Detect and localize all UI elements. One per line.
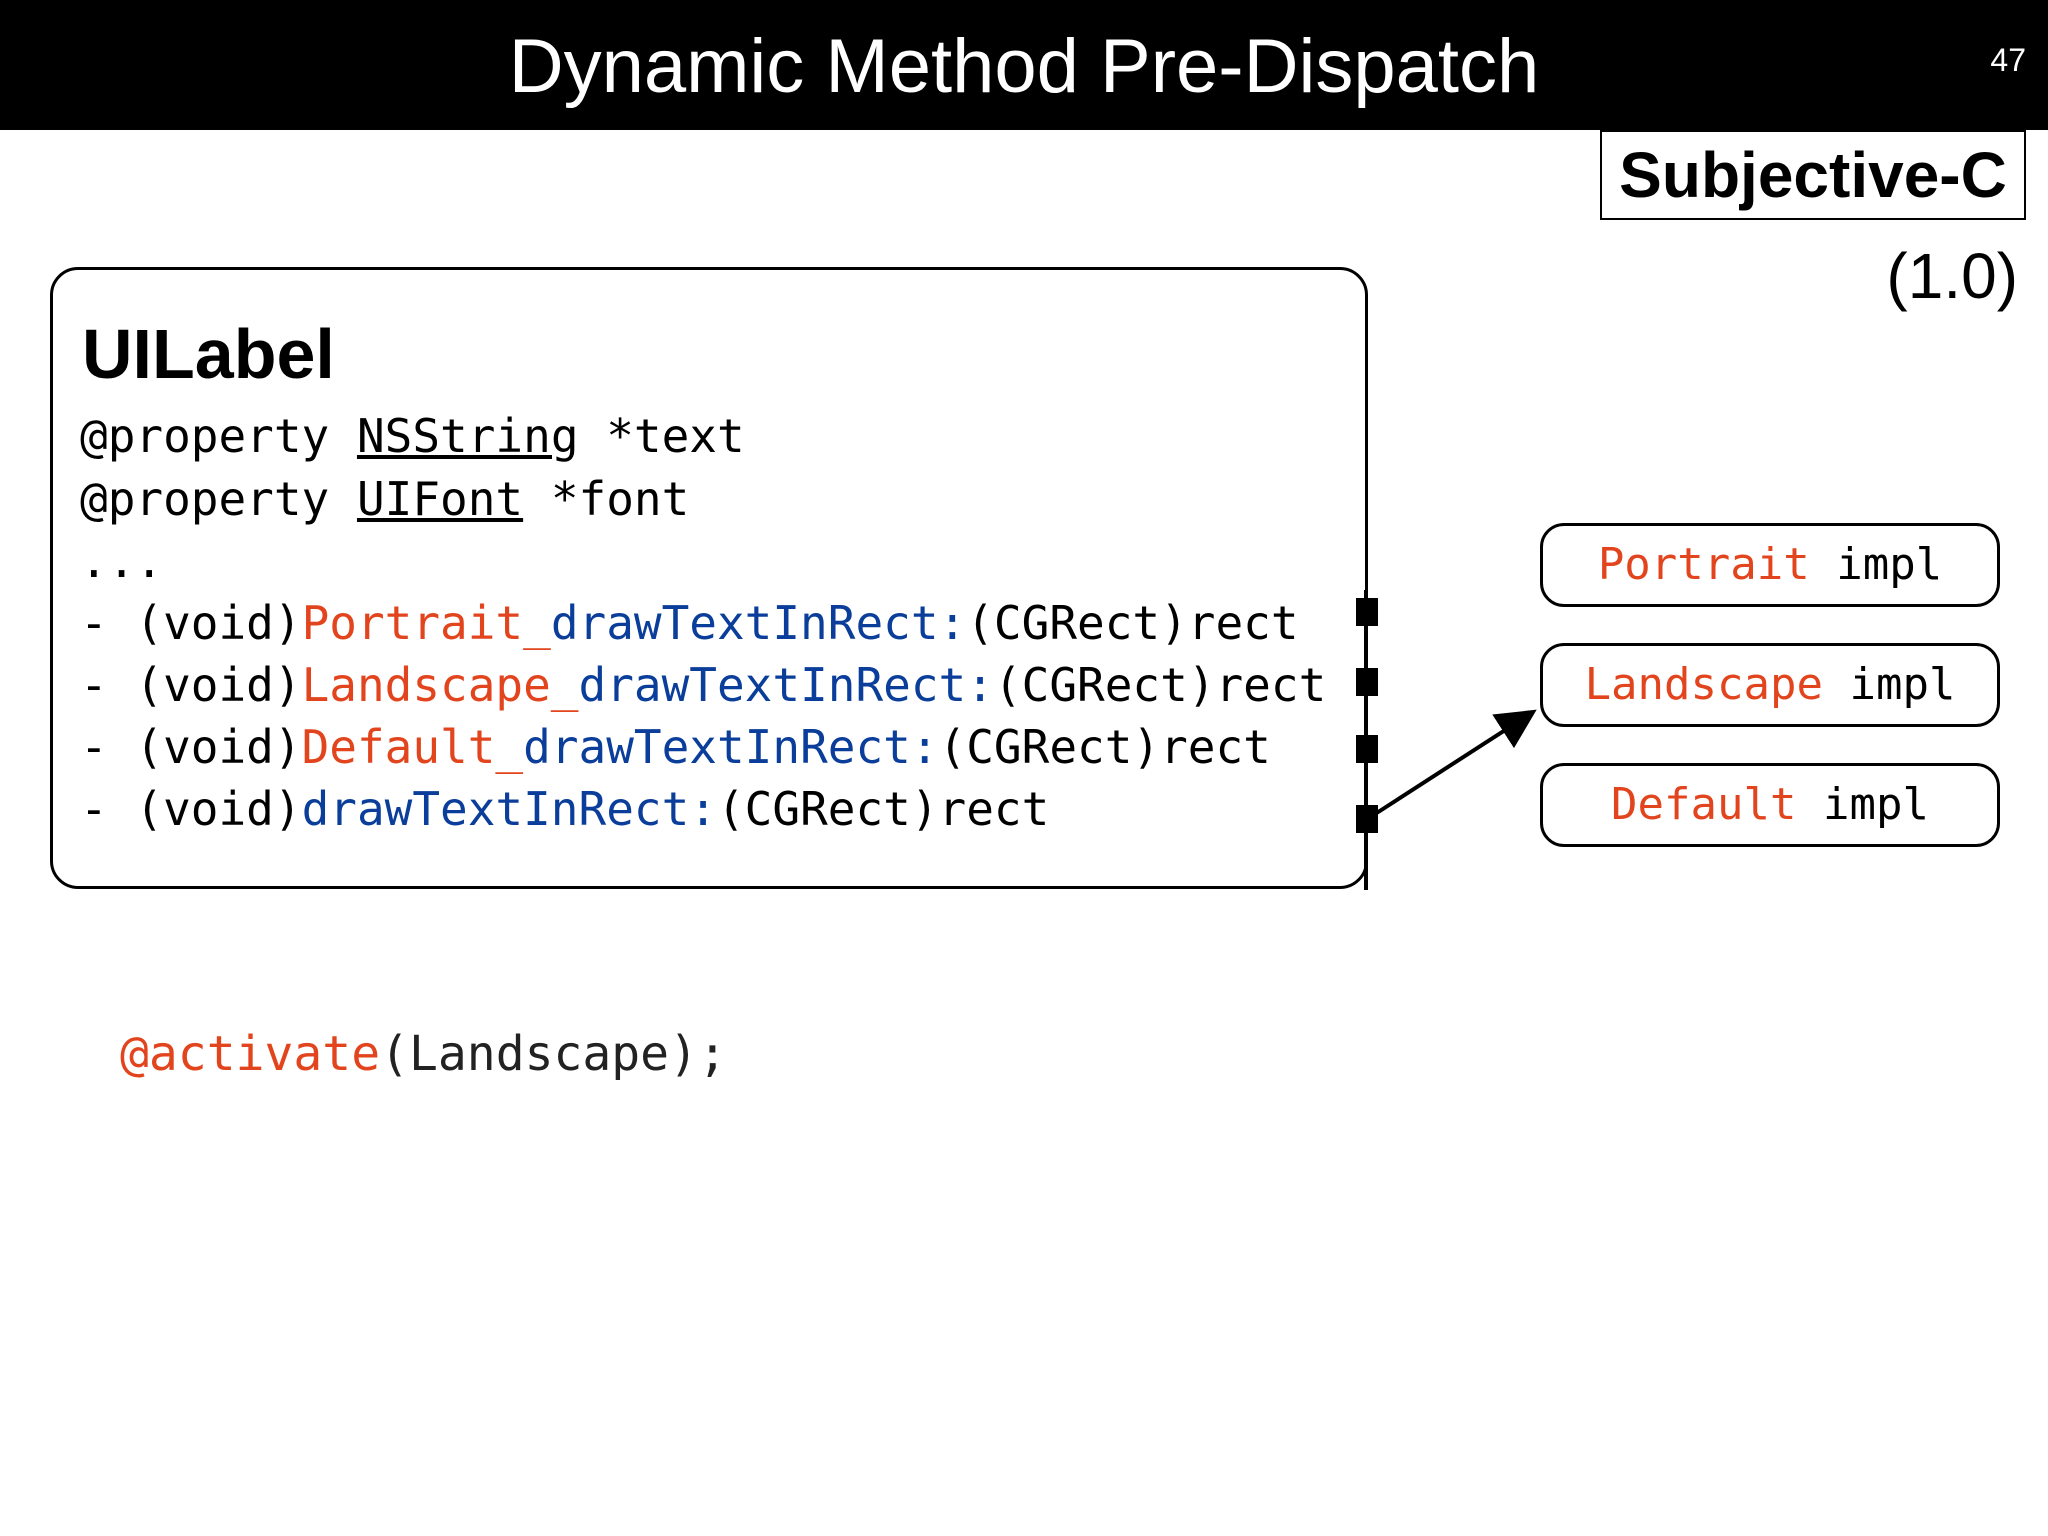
method-prefix: - (void) <box>80 782 302 836</box>
impl-context: Landscape <box>1584 659 1823 710</box>
method-selector: drawTextInRect: <box>578 658 994 712</box>
slide-number: 47 <box>1990 42 2026 78</box>
method-port <box>1356 805 1378 833</box>
class-box <box>50 267 1368 889</box>
activate-keyword: @activate <box>120 1026 381 1082</box>
activate-args: (Landscape); <box>380 1026 727 1082</box>
property-line: @property UIFont *font <box>80 468 689 530</box>
method-prefix: - (void) <box>80 596 302 650</box>
method-selector: drawTextInRect: <box>523 720 939 774</box>
impl-suffix: impl <box>1822 659 1956 710</box>
version-label: (1.0) <box>1886 240 2018 312</box>
impl-context: Portrait <box>1597 539 1810 590</box>
impl-box-landscape: Landscape impl <box>1540 643 2000 727</box>
ellipsis: ... <box>80 534 164 588</box>
method-port <box>1356 668 1378 696</box>
method-suffix: (CGRect)rect <box>716 782 1050 836</box>
property-type: UIFont <box>356 472 524 526</box>
impl-context: Default <box>1611 779 1797 830</box>
impl-suffix: impl <box>1796 779 1929 830</box>
property-keyword: @property <box>80 472 357 526</box>
method-context: Default_ <box>301 720 524 774</box>
method-selector: drawTextInRect: <box>301 782 717 836</box>
slide-title: Dynamic Method Pre-Dispatch <box>508 24 1540 109</box>
method-prefix: - (void) <box>80 720 302 774</box>
method-selector: drawTextInRect: <box>550 596 967 650</box>
method-line: - (void)Default_drawTextInRect:(CGRect)r… <box>80 716 1271 778</box>
property-keyword: @property <box>80 409 357 463</box>
method-prefix: - (void) <box>80 658 302 712</box>
class-name: UILabel <box>82 315 335 393</box>
impl-box-portrait: Portrait impl <box>1540 523 2000 607</box>
method-suffix: (CGRect)rect <box>938 720 1271 774</box>
method-port <box>1356 598 1378 626</box>
property-name: *text <box>578 409 745 463</box>
property-type: NSString <box>356 409 579 463</box>
method-context: Landscape_ <box>301 658 579 712</box>
method-line: - (void)drawTextInRect:(CGRect)rect <box>80 778 1049 840</box>
method-line: - (void)Landscape_drawTextInRect:(CGRect… <box>80 654 1326 716</box>
method-suffix: (CGRect)rect <box>993 658 1327 712</box>
method-context: Portrait_ <box>301 596 551 650</box>
method-suffix: (CGRect)rect <box>966 596 1299 650</box>
language-badge: Subjective-C <box>1600 130 2026 220</box>
property-name: *font <box>523 472 690 526</box>
method-line: - (void)Portrait_drawTextInRect:(CGRect)… <box>80 592 1299 654</box>
impl-suffix: impl <box>1809 539 1943 590</box>
property-line: @property NSString *text <box>80 405 745 467</box>
method-port <box>1356 735 1378 763</box>
impl-box-default: Default impl <box>1540 763 2000 847</box>
title-bar <box>0 0 2048 130</box>
activate-statement: @activate(Landscape); <box>120 1022 727 1086</box>
